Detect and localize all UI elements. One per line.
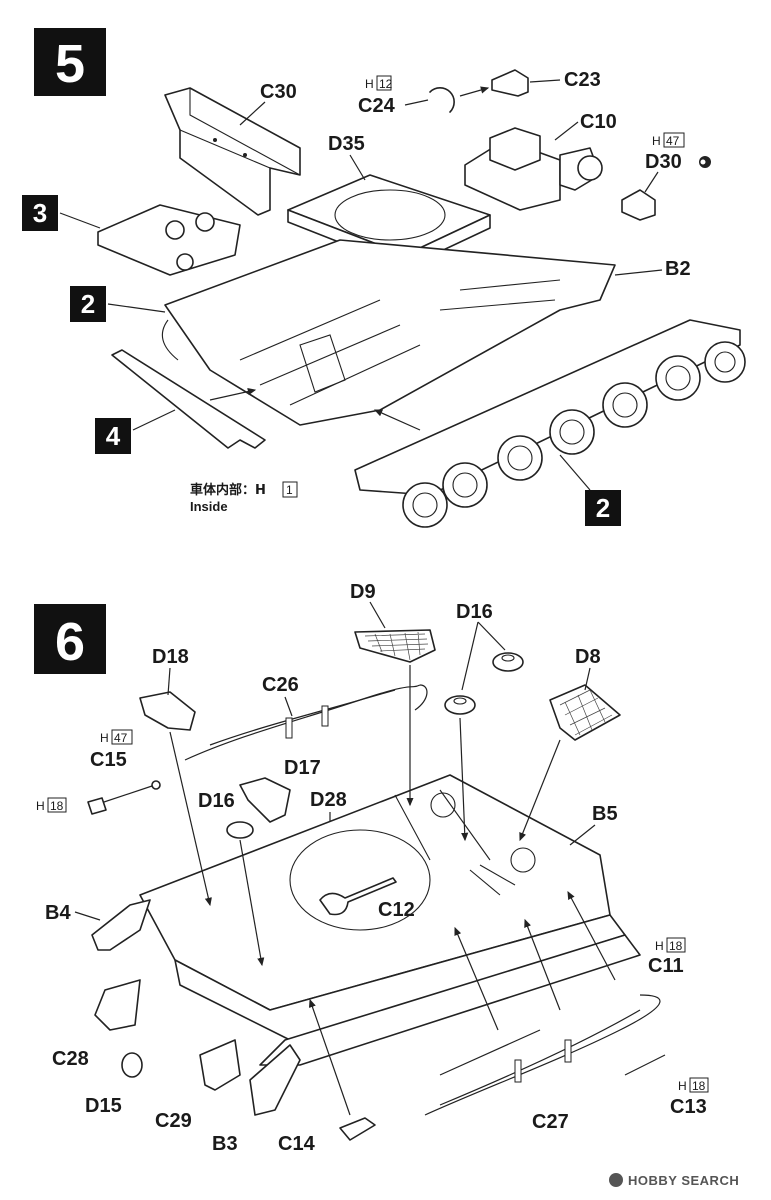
note-inside-num: 1	[286, 483, 293, 497]
part-d8	[549, 684, 621, 741]
note-inside-en: Inside	[190, 499, 228, 514]
part-c24	[429, 87, 455, 113]
step-6-section: 6 D9 D16 D8 D18	[34, 581, 709, 1155]
part-b2-hull	[161, 239, 616, 426]
part-side-skirt	[174, 914, 641, 1066]
paint-c15-h: H	[100, 731, 109, 745]
label-d15: D15	[85, 1095, 122, 1117]
paint-h18a-num: 18	[50, 799, 64, 813]
label-c30: C30	[260, 81, 297, 103]
step-6-badge	[34, 604, 106, 674]
label-c29: C29	[155, 1110, 192, 1132]
part-c23	[491, 69, 529, 97]
part-c10	[464, 127, 603, 211]
paint-c24-h: H	[365, 77, 374, 91]
label-c15: C15	[90, 749, 127, 771]
label-c24: C24	[358, 95, 396, 117]
step-5-section: 5 C30 H 12 C24 C23 C10	[22, 28, 746, 528]
substep-2a-badge	[70, 286, 106, 322]
part-c13	[624, 1054, 666, 1076]
substep-3-badge	[22, 195, 58, 231]
paint-h18a-h: H	[36, 799, 45, 813]
watermark-text: HOBBY SEARCH	[628, 1173, 739, 1188]
label-b4: B4	[45, 902, 71, 924]
substep-3-number: 3	[33, 198, 47, 228]
step-6-number: 6	[55, 612, 85, 672]
substep-2b-badge	[585, 490, 621, 526]
substep-4-number: 4	[106, 421, 121, 451]
part-d16-small	[226, 821, 254, 839]
part-b4	[91, 899, 151, 951]
part-plate-4	[111, 349, 266, 449]
paint-c15-num: 47	[114, 731, 128, 745]
part-c26-cable	[184, 684, 428, 761]
part-d16-caps	[444, 652, 524, 715]
step-5-badge	[34, 28, 106, 96]
label-c14: C14	[278, 1133, 316, 1155]
part-c27-cable	[424, 994, 661, 1116]
substep-2a-number: 2	[81, 289, 95, 319]
paint-c24-num: 12	[379, 77, 393, 91]
label-d17: D17	[284, 757, 321, 779]
label-b2: B2	[665, 258, 691, 280]
label-c12: C12	[378, 899, 415, 921]
label-d8: D8	[575, 646, 601, 668]
paint-d30-h: H	[652, 134, 661, 148]
label-d16b: D16	[198, 790, 235, 812]
label-c10: C10	[580, 111, 617, 133]
label-c13: C13	[670, 1096, 707, 1118]
part-d17	[239, 777, 291, 823]
label-d18: D18	[152, 646, 189, 668]
hobby-search-logo-icon	[609, 1173, 623, 1187]
part-c15	[94, 784, 156, 806]
paint-c11-h: H	[655, 939, 664, 953]
part-c30	[164, 87, 301, 216]
paint-d30-num: 47	[666, 134, 680, 148]
paint-c13-h: H	[678, 1079, 687, 1093]
part-c28	[94, 979, 141, 1031]
part-d9	[354, 629, 436, 663]
part-running-gear	[354, 319, 746, 528]
part-c12	[319, 877, 397, 916]
watermark: HOBBY SEARCH	[609, 1173, 739, 1188]
label-d16a: D16	[456, 601, 493, 623]
label-d28: D28	[310, 789, 347, 811]
part-d15	[121, 1052, 143, 1078]
paint-c11-num: 18	[669, 939, 683, 953]
label-b5: B5	[592, 803, 618, 825]
paint-c13-num: 18	[692, 1079, 706, 1093]
part-d30	[621, 189, 656, 221]
label-c11: C11	[648, 955, 684, 977]
label-d35: D35	[328, 133, 365, 155]
substep-4-badge	[95, 418, 131, 454]
part-suspension-3	[97, 204, 241, 276]
part-b3	[249, 1044, 301, 1116]
label-c23: C23	[564, 69, 601, 91]
label-b3: B3	[212, 1133, 238, 1155]
note-inside-jp: 車体内部：H	[190, 482, 266, 498]
label-d30: D30	[645, 151, 682, 173]
part-c11	[439, 1029, 541, 1076]
substep-2b-number: 2	[596, 493, 610, 523]
step-5-number: 5	[55, 34, 85, 94]
label-c26: C26	[262, 674, 299, 696]
label-c28: C28	[52, 1048, 89, 1070]
part-c14	[339, 1117, 376, 1141]
part-d18	[139, 691, 196, 731]
label-c27: C27	[532, 1111, 569, 1133]
label-d9: D9	[350, 581, 376, 603]
part-c29	[199, 1039, 241, 1091]
